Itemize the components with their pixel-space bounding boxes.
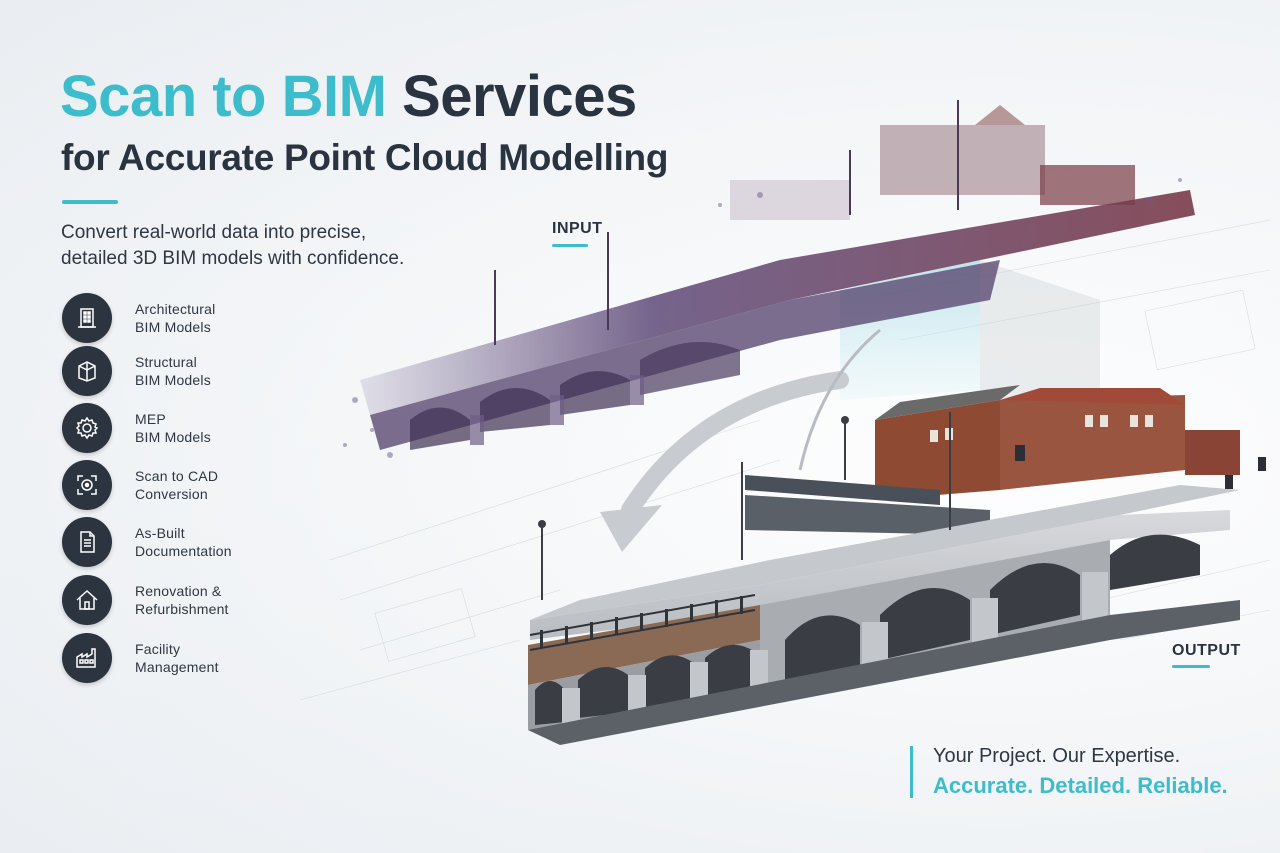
headline-accent: Scan to BIM [60, 64, 387, 129]
service-label: MEP BIM Models [135, 410, 211, 446]
subtitle: Convert real-world data into precise, de… [61, 220, 481, 272]
output-label: OUTPUT [1172, 642, 1241, 659]
headline-rest: Services [402, 64, 637, 129]
service-label-line1: Facility [135, 641, 181, 657]
service-label-line1: MEP [135, 411, 166, 427]
service-label-line2: Conversion [135, 486, 208, 502]
transfer-arrow [621, 371, 849, 519]
subtitle-line1: Convert real-world data into precise, [61, 222, 367, 243]
service-label-line2: Refurbishment [135, 601, 229, 617]
service-architectural: Architectural BIM Models [62, 293, 322, 343]
building-icon [62, 293, 112, 343]
service-label: Structural BIM Models [135, 353, 211, 389]
service-label: Facility Management [135, 640, 219, 676]
factory-icon [62, 633, 112, 683]
service-label-line2: BIM Models [135, 319, 211, 335]
service-label-line1: Architectural [135, 301, 216, 317]
input-underline [552, 244, 588, 247]
gear-icon [62, 403, 112, 453]
service-label-line1: Renovation & [135, 583, 222, 599]
service-label: Renovation & Refurbishment [135, 582, 229, 618]
service-label-line2: Documentation [135, 543, 232, 559]
bim-model-bridge [528, 385, 1266, 745]
service-label-line1: As-Built [135, 525, 185, 541]
service-label-line1: Structural [135, 354, 197, 370]
tagline-line2: Accurate. Detailed. Reliable. [933, 773, 1228, 798]
structure-frame-icon [62, 346, 112, 396]
service-renovation: Renovation & Refurbishment [62, 575, 322, 625]
point-cloud-bridge [343, 100, 1195, 458]
headline-line2: for Accurate Point Cloud Modelling [61, 137, 669, 178]
tagline-accent-bar [910, 746, 913, 798]
service-label-line1: Scan to CAD [135, 468, 219, 484]
scan-target-icon [62, 460, 112, 510]
tagline-line1: Your Project. Our Expertise. [933, 745, 1181, 767]
service-label: Architectural BIM Models [135, 300, 215, 336]
output-underline [1172, 665, 1210, 668]
service-as-built: As-Built Documentation [62, 517, 322, 567]
service-mep: MEP BIM Models [62, 403, 322, 453]
headline: Scan to BIM Services [60, 68, 637, 126]
service-label-line2: Management [135, 659, 219, 675]
service-structural: Structural BIM Models [62, 346, 322, 396]
title-underline [62, 200, 118, 204]
service-scan-to-cad: Scan to CAD Conversion [62, 460, 322, 510]
service-label: As-Built Documentation [135, 524, 232, 560]
document-icon [62, 517, 112, 567]
input-label: INPUT [552, 220, 603, 237]
house-icon [62, 575, 112, 625]
service-label-line2: BIM Models [135, 429, 211, 445]
service-label-line2: BIM Models [135, 372, 211, 388]
service-label: Scan to CAD Conversion [135, 467, 218, 503]
service-facility: Facility Management [62, 633, 322, 683]
subtitle-line2: detailed 3D BIM models with confidence. [61, 248, 405, 269]
